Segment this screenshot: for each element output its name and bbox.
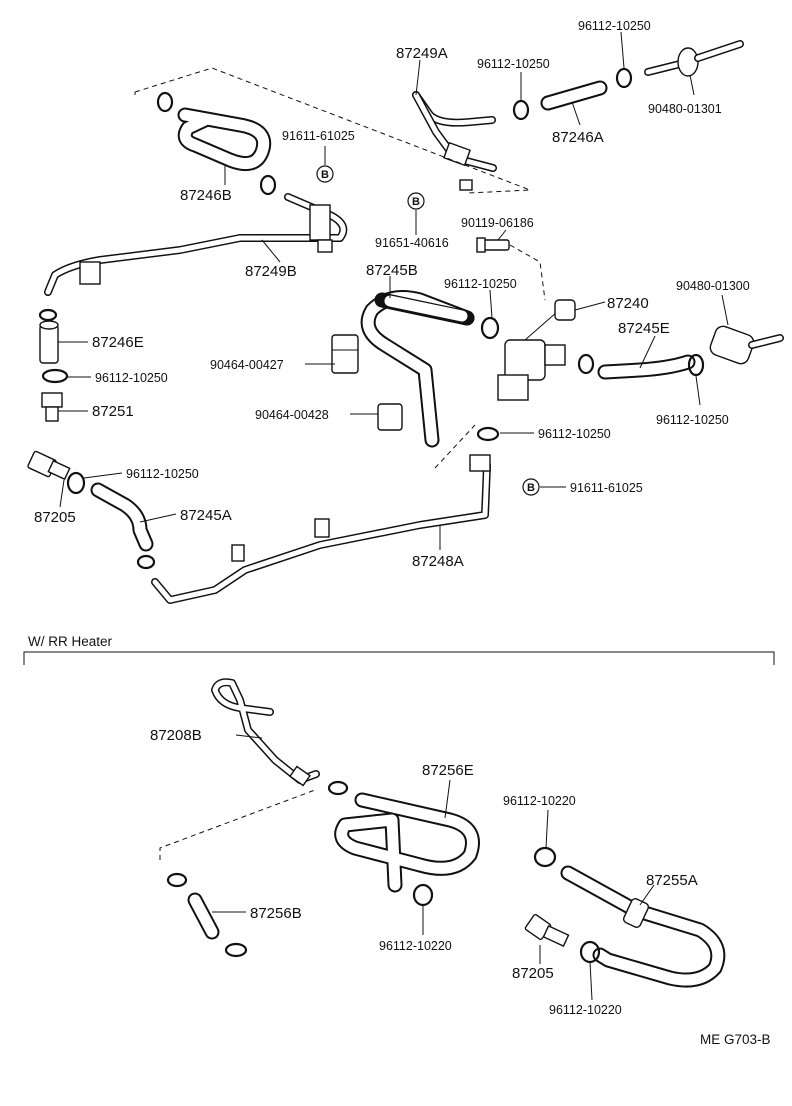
clamp-96112-10220-b	[412, 883, 434, 907]
label-90480-01301: 90480-01301	[648, 102, 722, 116]
clamp-96112-10250-e	[476, 426, 500, 442]
callout-b-1: B	[316, 165, 334, 183]
section-bracket	[23, 651, 775, 665]
svg-text:B: B	[527, 482, 535, 494]
svg-text:B: B	[412, 196, 420, 208]
figure-code: ME G703-B	[700, 1032, 771, 1047]
clamp-96112-10250-f	[66, 471, 86, 495]
label-87208B: 87208B	[150, 727, 202, 744]
part-87205-fitting-upper	[27, 450, 71, 481]
part-90119-06186-bolt	[476, 237, 510, 253]
label-96112-10250-g: 96112-10250	[656, 413, 729, 427]
part-87256B-hose	[166, 872, 248, 958]
label-87245A: 87245A	[180, 507, 232, 524]
label-96112-10250-f: 96112-10250	[126, 467, 199, 481]
label-96112-10250-a: 96112-10250	[477, 57, 550, 71]
part-87249A-pipe	[412, 91, 497, 191]
label-87240: 87240	[607, 295, 649, 312]
label-96112-10220-b: 96112-10220	[379, 939, 452, 953]
clamp-87208B	[327, 780, 349, 796]
part-87245B-hose	[360, 290, 475, 448]
part-90464-00428-clip	[377, 403, 403, 431]
dashed-leader-87248A	[434, 424, 476, 469]
part-90464-00427-clip	[331, 334, 359, 374]
label-90464-00428: 90464-00428	[255, 408, 329, 422]
part-87246A-hose	[540, 80, 608, 111]
label-87205-a: 87205	[34, 509, 76, 526]
part-87248A-pipe	[151, 454, 491, 604]
label-96112-10250-c: 96112-10250	[444, 277, 517, 291]
label-90119-06186: 90119-06186	[461, 216, 534, 230]
label-87255A: 87255A	[646, 872, 698, 889]
label-87246B: 87246B	[180, 187, 232, 204]
part-87255A-hose	[560, 865, 726, 988]
label-91611-61025-a: 91611-61025	[282, 129, 355, 143]
part-87246B-hose	[177, 107, 272, 172]
section-title: W/ RR Heater	[28, 634, 113, 649]
label-87256E: 87256E	[422, 762, 474, 779]
part-87251-fitting	[41, 392, 63, 422]
leader-lines-lower	[212, 734, 655, 1001]
label-96112-10220-c: 96112-10220	[549, 1003, 622, 1017]
label-90464-00427: 90464-00427	[210, 358, 284, 372]
label-87248A: 87248A	[412, 553, 464, 570]
label-87245B: 87245B	[366, 262, 418, 279]
clamp-96112-10220-a	[533, 846, 557, 868]
label-91611-61025-b: 91611-61025	[570, 481, 643, 495]
part-87208B-pipe	[211, 678, 320, 787]
clamp-96112-10250-a	[512, 67, 633, 121]
label-87249A: 87249A	[396, 45, 448, 62]
part-87256E-hose	[334, 792, 480, 893]
label-96112-10220-a: 96112-10220	[503, 794, 576, 808]
label-87246A: 87246A	[552, 129, 604, 146]
part-87240-water-valve	[497, 299, 576, 401]
label-87205-b: 87205	[512, 965, 554, 982]
dashed-assembly-outline-upper	[134, 67, 531, 194]
clamp-96112-10250-g	[687, 353, 705, 377]
label-87256B: 87256B	[250, 905, 302, 922]
label-96112-10250-d: 96112-10250	[95, 371, 168, 385]
label-87251: 87251	[92, 403, 134, 420]
label-96112-10250-e: 96112-10250	[538, 427, 611, 441]
label-91651-40616: 91651-40616	[375, 236, 449, 250]
label-87245E: 87245E	[618, 320, 670, 337]
part-87245E-hose	[597, 354, 696, 380]
callout-b-3: B	[522, 478, 540, 496]
label-90480-01300: 90480-01300	[676, 279, 750, 293]
svg-text:B: B	[321, 169, 329, 181]
label-96112-10250-b: 96112-10250	[578, 19, 651, 33]
part-90480-01301-grommet	[644, 40, 744, 77]
clamp-87245A	[136, 554, 156, 570]
clamp-87240	[480, 316, 595, 375]
labels: 87249A 96112-10250 96112-10250 90480-013…	[28, 19, 771, 1047]
part-87245A-hose	[90, 482, 154, 552]
dashed-leader-bolt	[509, 244, 546, 301]
callout-b-2: B	[407, 192, 425, 210]
label-87246E: 87246E	[92, 334, 144, 351]
leader-lines-upper	[58, 31, 729, 550]
part-87249B-pipe	[44, 193, 348, 296]
label-87249B: 87249B	[245, 263, 297, 280]
dashed-assembly-outline-lower	[159, 789, 316, 860]
part-87205-fitting-lower	[524, 913, 570, 948]
clamp-96112-10250-d	[41, 368, 69, 384]
part-90480-01300-grommet	[709, 325, 784, 365]
clamp-87246B	[156, 91, 277, 196]
part-87246E-hose	[38, 308, 59, 364]
